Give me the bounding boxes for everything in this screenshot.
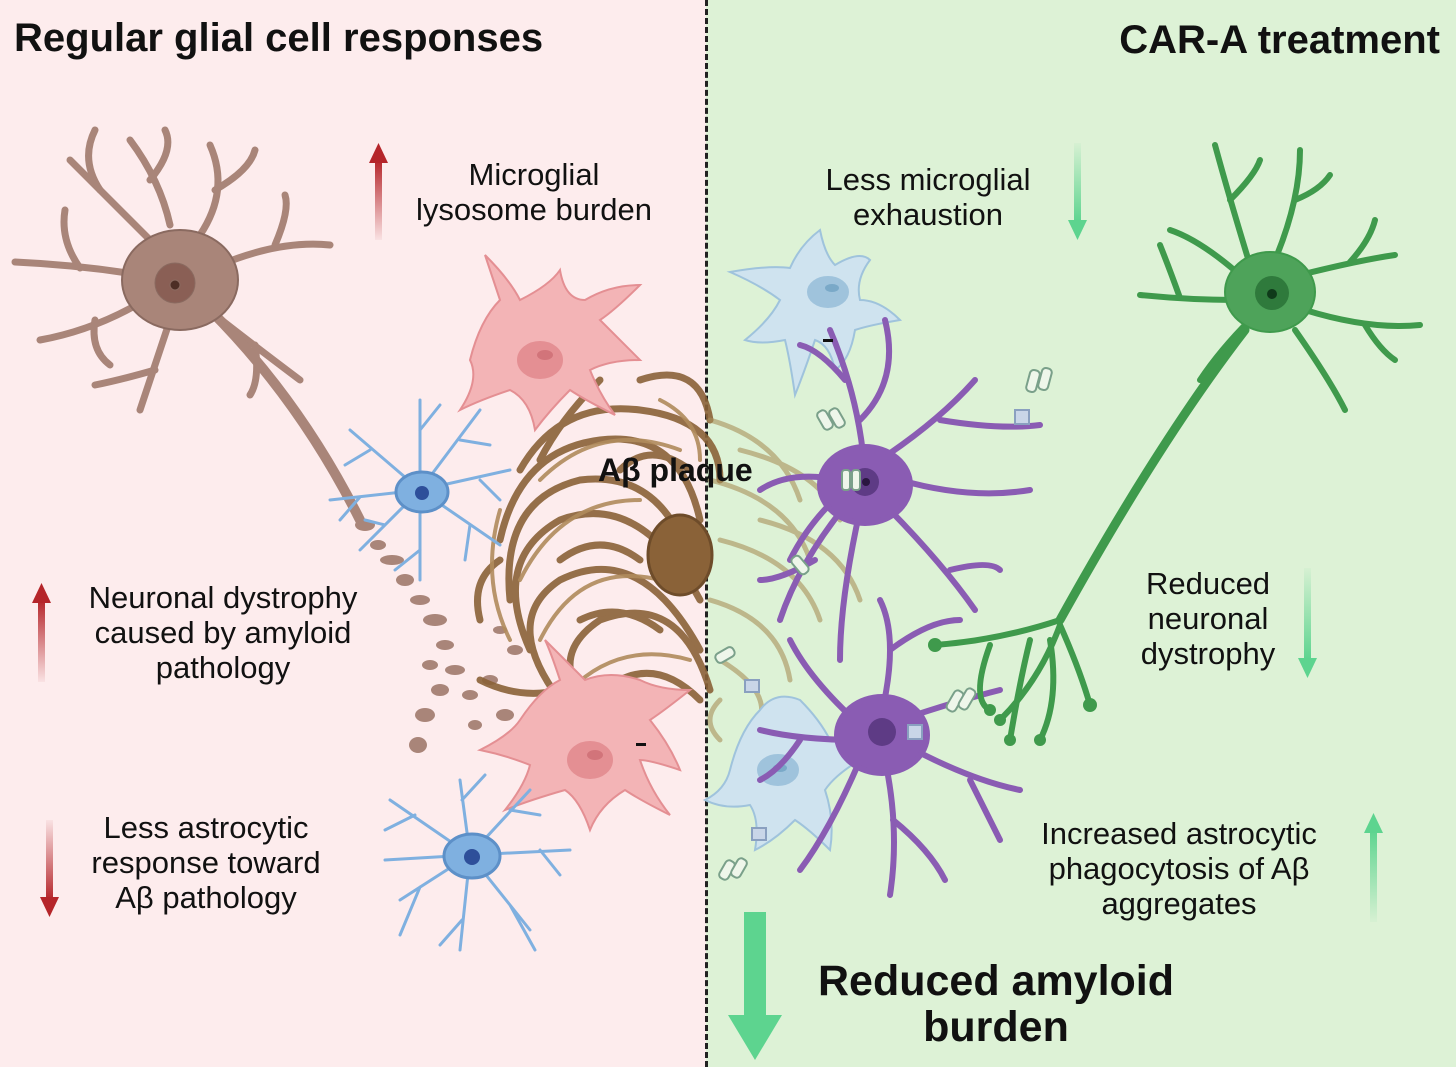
astrocytic-phagocytosis-label: Increased astrocytic phagocytosis of Aβ … — [1041, 816, 1317, 921]
up-arrow-icon — [32, 583, 51, 682]
down-arrow-icon — [728, 912, 782, 1060]
neuronal-dystrophy-label: Neuronal dystrophy caused by amyloid pat… — [88, 580, 358, 685]
reduced-dystrophy-label: Reduced neuronal dystrophy — [1140, 566, 1276, 671]
right-panel-title: CAR-A treatment — [1119, 18, 1440, 62]
car-receptor-icon — [714, 366, 1053, 881]
amyloid-plaque-icon — [474, 371, 863, 743]
outcome-label: Reduced amyloid burden — [817, 957, 1175, 1051]
car-astrocyte-icon — [757, 597, 1023, 898]
microglia-icon — [457, 254, 643, 433]
down-arrow-icon — [40, 820, 59, 917]
car-astrocyte-icon — [757, 317, 1043, 663]
neuron-icon — [928, 142, 1423, 746]
minus-icon — [823, 339, 833, 342]
microglia-icon — [726, 228, 903, 399]
down-arrow-icon — [1298, 568, 1317, 678]
up-arrow-icon — [1364, 813, 1383, 922]
microglia-icon — [702, 695, 862, 853]
astrocyte-icon — [383, 773, 572, 952]
neuron-icon — [11, 126, 523, 753]
astrocytic-response-label: Less astrocytic response toward Aβ patho… — [91, 810, 321, 915]
minus-icon — [636, 743, 646, 746]
left-panel-title: Regular glial cell responses — [14, 16, 544, 60]
up-arrow-icon — [369, 143, 388, 240]
microglial-lysosome-label: Microglial lysosome burden — [415, 157, 653, 227]
astrocyte-icon — [328, 398, 512, 582]
plaque-label: Aβ plaque — [598, 452, 753, 488]
left-panel — [0, 0, 706, 1067]
microglial-exhaustion-label: Less microglial exhaustion — [825, 162, 1031, 232]
microglia-icon — [476, 639, 693, 833]
down-arrow-icon — [1068, 143, 1087, 240]
